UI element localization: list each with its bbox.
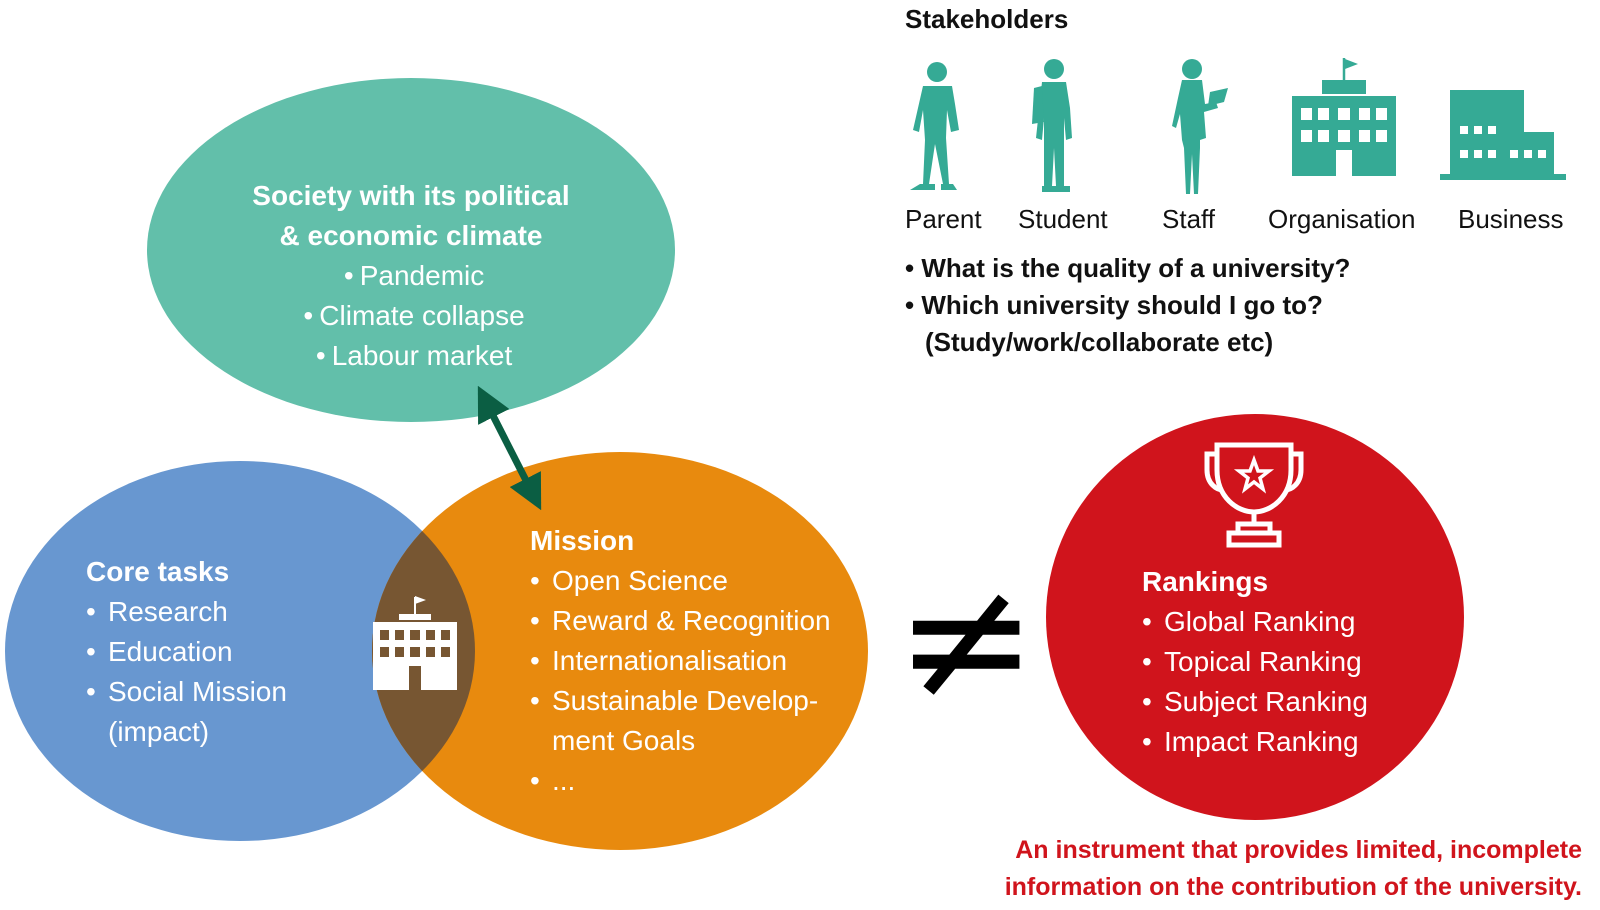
list-item: •Topical Ranking xyxy=(1142,646,1362,677)
rankings-list: •Global Ranking •Topical Ranking •Subjec… xyxy=(1142,602,1368,762)
student-icon xyxy=(1032,59,1072,192)
rankings-title: Rankings xyxy=(1142,566,1269,597)
list-item: •Pandemic xyxy=(343,260,485,291)
footnote-line2: information on the contribution of the u… xyxy=(1004,873,1582,901)
list-item: •... xyxy=(530,765,576,796)
list-item: •Impact Ranking xyxy=(1142,726,1359,757)
society-ellipse xyxy=(147,78,675,422)
list-item: •Social Mission xyxy=(86,676,287,707)
list-item-continuation: ment Goals xyxy=(552,725,696,756)
mission-list: •Open Science •Reward & Recognition •Int… xyxy=(530,561,831,801)
core-tasks-list: •Research •Education •Social Mission (im… xyxy=(86,592,287,752)
list-item: •Open Science xyxy=(530,565,728,596)
list-item: •Labour market xyxy=(315,340,513,371)
list-item: •Internationalisation xyxy=(530,645,788,676)
stakeholder-questions: • What is the quality of a university? •… xyxy=(905,250,1350,361)
university-building-icon xyxy=(373,596,457,690)
stakeholder-label-parent: Parent xyxy=(905,204,982,234)
rankings-circle xyxy=(1046,414,1464,820)
list-item: •Global Ranking xyxy=(1142,606,1356,637)
rankings-footnote: An instrument that provides limited, inc… xyxy=(1005,832,1582,906)
footnote-line1: An instrument that provides limited, inc… xyxy=(1015,836,1582,864)
question-continuation: (Study/work/collaborate etc) xyxy=(925,327,1274,357)
stakeholder-label-student: Student xyxy=(1018,204,1108,234)
mission-block: Mission •Open Science •Reward & Recognit… xyxy=(530,521,831,801)
core-tasks-block: Core tasks •Research •Education •Social … xyxy=(86,552,287,752)
mission-ellipse xyxy=(372,452,868,850)
double-arrow-icon xyxy=(477,385,542,511)
question-item: • What is the quality of a university? xyxy=(905,253,1351,283)
list-item: •Sustainable Develop- xyxy=(530,685,819,716)
stakeholder-label-staff: Staff xyxy=(1162,204,1216,234)
core-tasks-title: Core tasks xyxy=(86,556,230,587)
trophy-icon xyxy=(1204,442,1304,548)
society-title-line2: & economic climate xyxy=(279,220,543,251)
parent-icon xyxy=(910,62,959,190)
list-item: •Reward & Recognition xyxy=(530,605,831,636)
list-item: •Subject Ranking xyxy=(1142,686,1368,717)
list-item: •Education xyxy=(86,636,233,667)
society-title-line1: Society with its political xyxy=(252,180,570,211)
stakeholder-label-business: Business xyxy=(1458,204,1564,234)
stakeholders-title: Stakeholders xyxy=(905,4,1069,34)
organisation-building-icon xyxy=(1292,58,1396,176)
society-list: •Pandemic •Climate collapse •Labour mark… xyxy=(150,256,672,376)
core-tasks-ellipse xyxy=(5,461,475,841)
list-item: •Climate collapse xyxy=(303,300,525,331)
question-item: • Which university should I go to? xyxy=(905,290,1323,320)
stakeholder-label-organisation: Organisation xyxy=(1268,204,1416,234)
mission-title: Mission xyxy=(530,525,635,556)
society-block: Society with its political & economic cl… xyxy=(150,176,672,376)
not-equal-icon: ≠ xyxy=(895,541,1038,739)
business-building-icon xyxy=(1440,90,1566,180)
list-item: •Research xyxy=(86,596,228,627)
list-item-continuation: (impact) xyxy=(108,716,210,747)
staff-icon xyxy=(1172,59,1228,194)
rankings-block: Rankings •Global Ranking •Topical Rankin… xyxy=(1142,562,1368,762)
